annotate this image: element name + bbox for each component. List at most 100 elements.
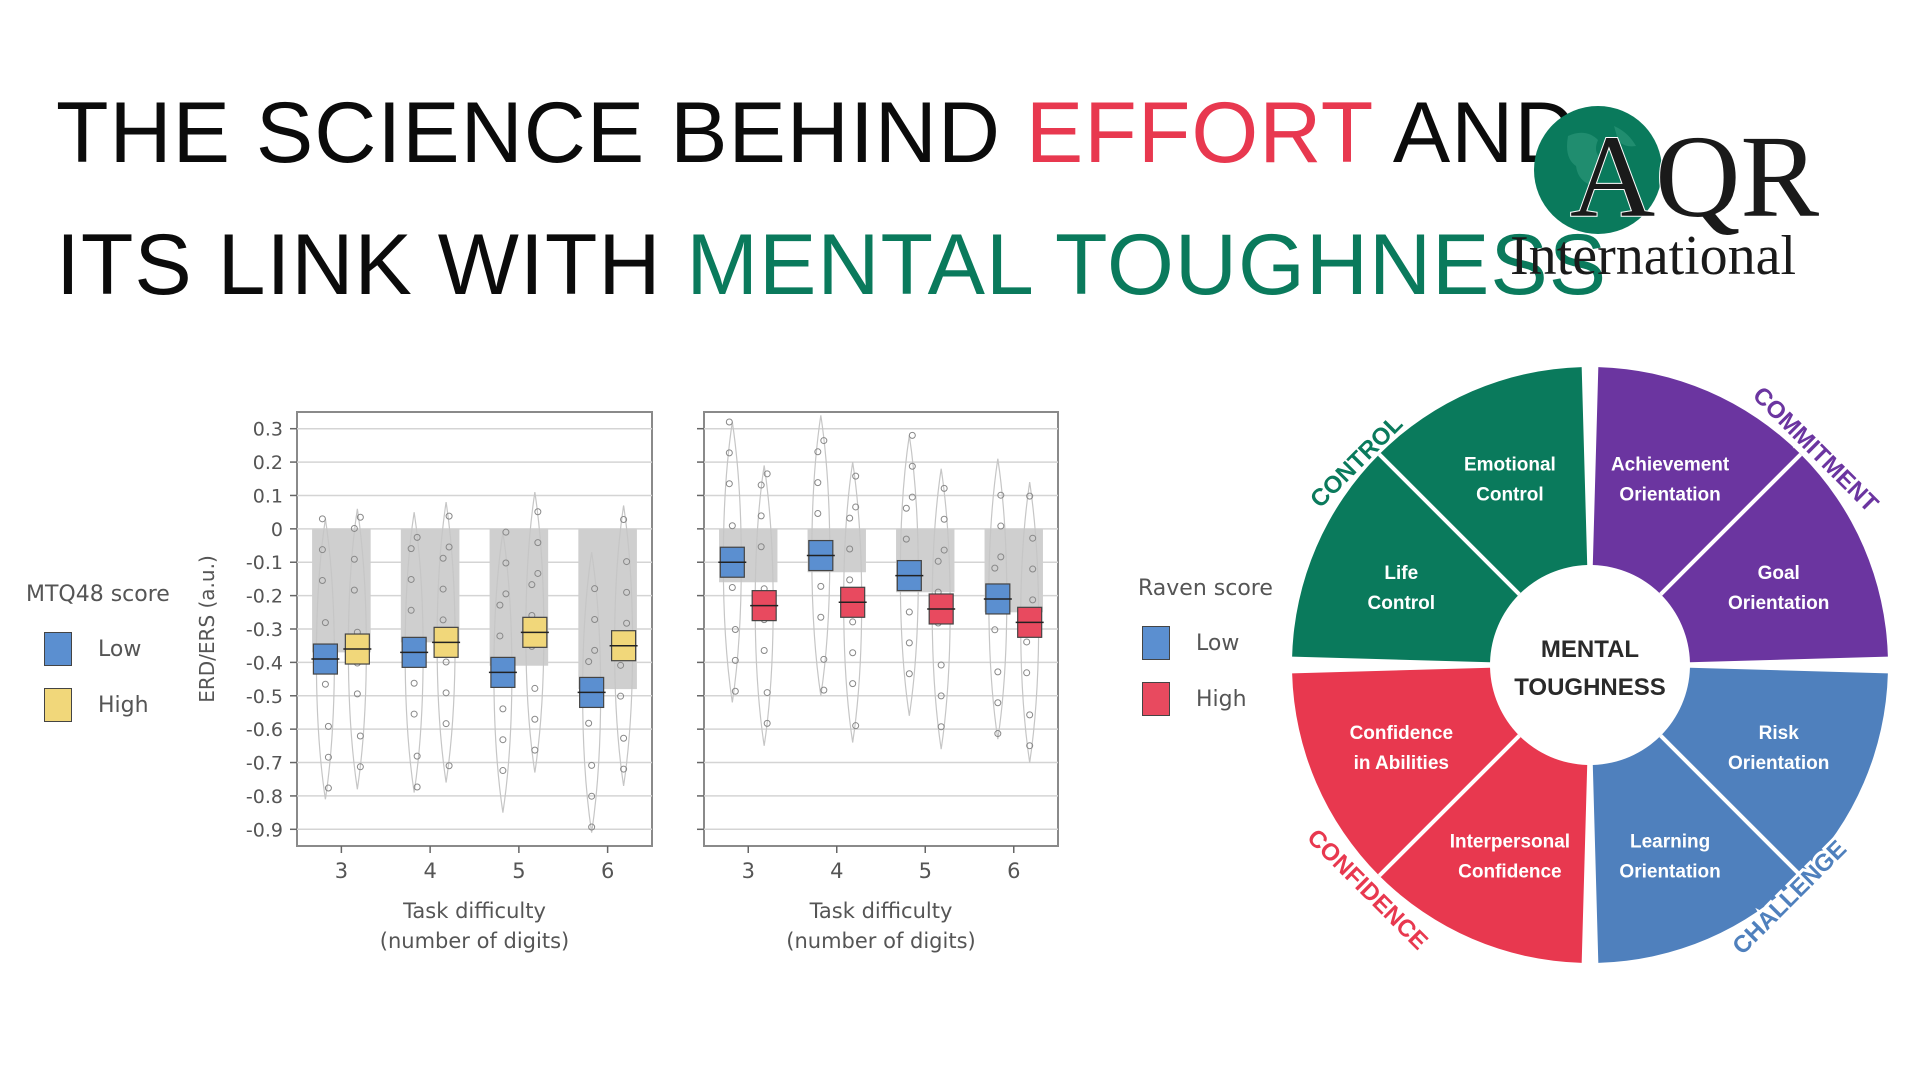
y-tick-label: -0.7	[246, 753, 283, 775]
raw-point	[763, 470, 771, 478]
raw-point	[817, 613, 825, 621]
raw-point	[1029, 534, 1037, 542]
y-tick-label: -0.1	[246, 552, 283, 574]
raw-point	[324, 722, 332, 730]
wheel-segment-label: Emotional	[1464, 454, 1556, 475]
raw-point	[820, 655, 828, 663]
raw-point	[997, 491, 1005, 499]
raw-point	[318, 546, 326, 554]
raw-point	[442, 658, 450, 666]
raw-point	[725, 480, 733, 488]
wheel-segment-label: Life	[1384, 563, 1418, 584]
raw-point	[442, 689, 450, 697]
raw-point	[410, 710, 418, 718]
headline-text: ITS LINK WITH	[56, 217, 687, 313]
raw-point	[1029, 596, 1037, 604]
raw-point	[531, 715, 539, 723]
wheel-segment-label: Interpersonal	[1450, 832, 1570, 853]
raw-point	[940, 515, 948, 523]
raw-point	[445, 762, 453, 770]
raw-point	[757, 512, 765, 520]
legend-swatch-high	[1142, 682, 1170, 716]
violin-outline	[436, 502, 456, 783]
headline-text: THE SCIENCE BEHIND	[56, 85, 1026, 181]
legend-title: MTQ48 score	[26, 582, 170, 607]
raw-point	[997, 553, 1005, 561]
raw-point	[1026, 742, 1034, 750]
raw-point	[591, 646, 599, 654]
raw-point	[356, 513, 364, 521]
raw-point	[908, 493, 916, 501]
y-tick-label: 0.2	[253, 452, 283, 474]
raw-point	[846, 514, 854, 522]
wheel-segment-label: Goal	[1758, 563, 1800, 584]
raw-point	[534, 539, 542, 547]
legend-label: High	[98, 692, 149, 718]
raw-point	[814, 479, 822, 487]
raw-point	[620, 515, 628, 523]
raw-point	[321, 619, 329, 627]
x-axis-label: (number of digits)	[380, 929, 569, 953]
wheel-segment-label: Learning	[1630, 832, 1710, 853]
logo-subtitle: International	[1510, 225, 1796, 286]
raw-point	[499, 705, 507, 713]
raw-point	[817, 582, 825, 590]
raw-point	[728, 522, 736, 530]
wheel-center-label: TOUGHNESS	[1514, 674, 1666, 701]
x-tick-label: 3	[742, 859, 755, 883]
raw-point	[905, 608, 913, 616]
raw-point	[439, 616, 447, 624]
raw-point	[350, 555, 358, 563]
raw-point	[1026, 711, 1034, 719]
raw-point	[852, 503, 860, 511]
raw-point	[908, 462, 916, 470]
raw-point	[820, 686, 828, 694]
raw-point	[410, 679, 418, 687]
raw-point	[623, 558, 631, 566]
raw-point	[994, 699, 1002, 707]
raw-point	[849, 680, 857, 688]
x-tick-label: 5	[919, 859, 932, 883]
raw-point	[502, 559, 510, 567]
wheel-segment-label: Orientation	[1619, 862, 1720, 883]
raw-point	[994, 668, 1002, 676]
violin-outline	[614, 505, 634, 786]
mean-bar	[578, 528, 637, 690]
raw-point	[852, 472, 860, 480]
x-axis-label: Task difficulty	[402, 899, 546, 923]
raw-point	[814, 509, 822, 517]
x-tick-label: 6	[1007, 859, 1020, 883]
raw-point	[318, 577, 326, 585]
violin-outline	[347, 508, 367, 790]
raw-point	[499, 767, 507, 775]
raw-point	[356, 732, 364, 740]
raw-point	[496, 601, 504, 609]
raw-point	[731, 687, 739, 695]
y-tick-label: -0.8	[246, 786, 283, 808]
raw-point	[534, 569, 542, 577]
x-tick-label: 5	[512, 859, 525, 883]
legend-mtq48: MTQ48 score Low High	[26, 582, 170, 733]
y-tick-label: -0.3	[246, 619, 283, 641]
raw-point	[902, 504, 910, 512]
mental-toughness-wheel: EmotionalControlLifeControlAchievementOr…	[1292, 367, 1888, 963]
raw-point	[324, 753, 332, 761]
raw-point	[353, 690, 361, 698]
raw-point	[994, 730, 1002, 738]
legend-title: Raven score	[1138, 576, 1273, 601]
raw-point	[445, 543, 453, 551]
legend-swatch-high	[44, 688, 72, 722]
x-tick-label: 4	[423, 859, 436, 883]
y-tick-label: -0.4	[246, 652, 283, 674]
raw-point	[318, 515, 326, 523]
raw-point	[439, 554, 447, 562]
raw-point	[591, 616, 599, 624]
raw-point	[757, 481, 765, 489]
y-tick-label: -0.6	[246, 719, 283, 741]
violin-outline	[811, 415, 831, 696]
raw-point	[356, 763, 364, 771]
raw-point	[905, 670, 913, 678]
violin-outline	[315, 518, 335, 800]
raw-point	[591, 585, 599, 593]
violin-outline	[899, 435, 919, 716]
